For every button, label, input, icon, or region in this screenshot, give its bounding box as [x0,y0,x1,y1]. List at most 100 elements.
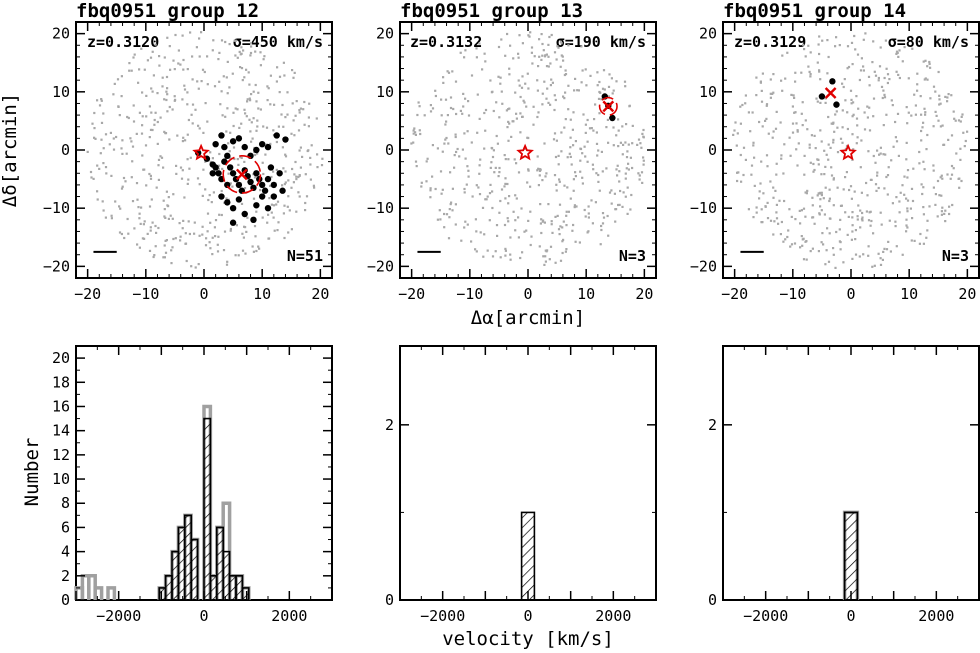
field-galaxy-point [284,116,287,119]
field-galaxy-point [452,107,455,111]
field-galaxy-point [807,44,810,47]
field-galaxy-point [310,144,313,147]
field-galaxy-point [168,45,171,48]
field-galaxy-point [249,99,252,102]
field-galaxy-point [547,55,550,58]
field-galaxy-point [158,55,161,58]
field-galaxy-point [225,263,229,266]
field-galaxy-point [794,80,797,83]
field-galaxy-point [527,87,530,90]
field-galaxy-point [932,85,936,88]
field-galaxy-point [217,58,220,61]
field-galaxy-point [790,243,794,246]
field-galaxy-point [906,226,909,229]
field-galaxy-point [109,131,112,134]
field-galaxy-point [625,167,628,170]
field-galaxy-point [243,76,246,79]
field-galaxy-point [612,126,615,129]
field-galaxy-point [544,175,547,178]
field-galaxy-point [901,60,904,63]
field-galaxy-point [268,197,271,200]
field-galaxy-point [854,48,857,51]
field-galaxy-point [819,78,822,81]
field-galaxy-point [934,193,937,196]
field-galaxy-point [459,51,462,54]
x-tick-label: −10 [779,285,806,303]
field-galaxies [732,32,969,269]
field-galaxy-point [489,166,492,169]
field-galaxy-point [872,232,875,235]
field-galaxy-point [950,94,953,97]
field-galaxy-point [214,235,217,238]
field-galaxy-point [895,245,898,248]
group-member-point [264,175,272,183]
field-galaxy-point [780,154,783,157]
field-galaxy-point [545,65,549,68]
field-galaxy-point [789,245,792,248]
field-galaxy-point [800,71,803,74]
field-galaxy-point [475,184,478,187]
field-galaxy-point [549,103,552,106]
field-galaxy-point [477,186,480,189]
field-galaxy-point [796,129,799,132]
field-galaxy-point [459,109,462,112]
field-galaxy-point [175,164,178,167]
field-galaxy-point [825,153,828,156]
field-galaxy-point [282,212,285,215]
field-galaxy-point [240,67,244,70]
field-galaxy-point [587,205,590,208]
field-galaxy-point [536,79,539,82]
field-galaxy-point [883,96,887,99]
field-galaxy-point [832,204,835,207]
field-galaxy-point [574,240,577,243]
field-galaxy-point [524,82,527,85]
field-galaxy-point [925,236,928,239]
field-galaxy-point [102,147,105,150]
field-galaxy-point [819,198,822,201]
field-galaxy-point [309,178,312,181]
field-galaxy-point [420,185,423,188]
field-galaxy-point [208,241,211,244]
x-tick-label: 2000 [271,607,307,625]
field-galaxy-point [602,69,606,72]
field-galaxy-point [440,192,443,195]
field-galaxy-point [197,263,200,266]
field-galaxy-point [624,85,627,88]
field-galaxy-point [453,166,456,169]
field-galaxy-point [528,35,531,38]
field-galaxy-point [539,203,542,206]
field-galaxy-point [510,135,513,138]
field-galaxy-point [859,166,862,169]
field-galaxy-point [607,95,610,98]
group-member-point [224,152,231,160]
field-galaxy-point [615,80,618,83]
field-galaxy-point [514,219,517,222]
field-galaxy-point [269,74,272,77]
field-galaxy-point [153,254,156,257]
field-galaxy-point [957,177,960,180]
group-member-point [226,164,234,171]
group-member-point [212,140,219,148]
field-galaxy-point [918,242,921,245]
field-galaxy-point [572,223,575,227]
field-galaxy-point [198,55,201,58]
field-galaxy-point [255,249,258,253]
field-galaxy-point [618,180,621,183]
field-galaxy-point [558,203,562,206]
field-galaxy-point [544,249,547,252]
field-galaxy-point [866,105,869,108]
field-galaxy-point [292,181,295,184]
field-galaxy-point [448,208,451,211]
field-galaxy-point [304,209,307,212]
field-galaxy-point [613,192,616,195]
field-galaxy-point [475,230,478,233]
field-galaxy-point [266,85,269,88]
field-galaxy-point [938,94,941,97]
x-tick-label: −20 [398,285,425,303]
field-galaxy-point [564,73,568,76]
field-galaxy-point [916,89,919,92]
field-galaxy-point [573,204,576,207]
field-galaxy-point [617,129,620,132]
field-galaxy-point [851,133,854,136]
field-galaxy-point [226,60,229,63]
